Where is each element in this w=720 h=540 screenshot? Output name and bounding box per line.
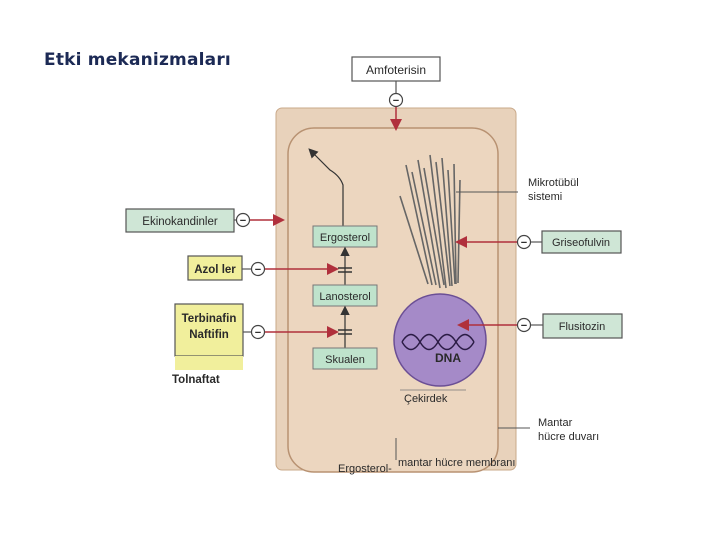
tolnaftate-label: Tolnaftat (172, 374, 220, 386)
terbinafine-label: Terbinafin (182, 313, 237, 325)
slide-title: Etki mekanizmaları (44, 50, 231, 70)
squalene-label: Skualen (325, 354, 365, 366)
cell-wall-label-1: Mantar (538, 417, 573, 429)
microtubule-bundle (399, 154, 461, 289)
echinocandins-label: Ekinokandinler (142, 216, 218, 228)
microtubule-label-1: Mikrotübül (528, 177, 579, 189)
membrane-label-a: Ergosterol- (338, 463, 392, 475)
tolnaftate-highlight (175, 356, 243, 370)
amphotericin-box (351, 56, 441, 82)
svg-text:−: − (255, 264, 261, 276)
inhibit-flucytosine-icon (516, 317, 532, 333)
inhibit-allylamines-icon (250, 324, 266, 340)
svg-text:−: − (521, 237, 527, 249)
inhibit-amphotericin-icon (388, 92, 404, 108)
inhibit-echinocandins-icon (235, 212, 251, 228)
svg-text:−: − (521, 320, 527, 332)
membrane-label-b: mantar hücre membranı (398, 457, 515, 469)
griseofulvin-label: Griseofulvin (552, 237, 610, 249)
ergosterol-to-membrane-arrow (308, 148, 344, 226)
amphotericin-label: Amfoterisin (366, 63, 426, 77)
ergosterol-label: Ergosterol (320, 232, 370, 244)
squalene-box (312, 347, 378, 370)
svg-text:−: − (240, 215, 246, 227)
cell-wall-label-2: hücre duvarı (538, 431, 599, 443)
azoles-label: Azol ler (194, 264, 236, 276)
azoles-box (187, 255, 243, 281)
nucleus-label: Çekirdek (404, 393, 448, 405)
dna-helix-icon (401, 333, 475, 351)
allylamines-box (174, 303, 244, 357)
lanosterol-label: Lanosterol (319, 291, 370, 303)
inhibit-griseofulvin-icon (516, 234, 532, 250)
inhibit-symbol: − (393, 95, 399, 107)
microtubule-label-2: sistemi (528, 191, 562, 203)
naftifine-label: Naftifin (189, 329, 229, 341)
svg-text:−: − (255, 327, 261, 339)
dna-label: DNA (435, 351, 461, 365)
inhibit-azoles-icon (250, 261, 266, 277)
flucytosine-label: Flusitozin (559, 321, 605, 333)
flucytosine-box (542, 313, 623, 339)
